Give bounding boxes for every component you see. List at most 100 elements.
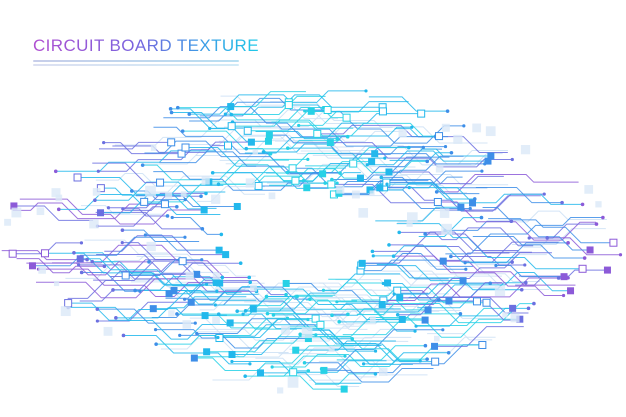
trace-terminal [463, 261, 467, 265]
background-trace [197, 307, 394, 341]
trace-terminal [72, 251, 76, 255]
circuit-trace [247, 111, 338, 132]
circuit-trace [169, 278, 220, 295]
circuit-pad-outline [417, 109, 426, 118]
background-pad [4, 218, 12, 226]
circuit-pad-outline [8, 249, 17, 258]
background-pad [103, 326, 113, 336]
trace-terminal [154, 342, 158, 346]
background-pad [145, 185, 156, 197]
circuit-pad-outline [291, 176, 300, 185]
background-trace [427, 333, 493, 341]
background-trace [476, 254, 547, 266]
trace-terminal [330, 313, 334, 318]
circuit-trace [288, 101, 409, 113]
background-pad [55, 194, 63, 202]
trace-terminal [265, 311, 270, 316]
circuit-pad [226, 319, 234, 327]
trace-terminal [446, 350, 451, 355]
trace-terminal [297, 123, 301, 128]
background-pad [494, 285, 506, 297]
background-trace [278, 328, 417, 355]
trace-terminal [229, 112, 234, 117]
background-pad [358, 208, 369, 218]
trace-terminal [243, 309, 248, 313]
circuit-pad [304, 335, 312, 343]
trace-terminal [387, 243, 391, 247]
trace-terminal [556, 276, 561, 280]
trace-terminal [247, 275, 252, 280]
background-pad [502, 312, 508, 318]
circuit-pad [376, 184, 384, 192]
circuit-trace [122, 208, 168, 217]
circuit-pad [586, 246, 594, 254]
subtitle-line [33, 64, 239, 66]
circuit-trace [260, 372, 362, 384]
trace-terminal [223, 112, 227, 116]
trace-terminal [168, 107, 173, 111]
background-pad [369, 190, 375, 196]
trace-terminal [215, 289, 219, 293]
circuit-pad [320, 366, 328, 374]
circuit-trace [96, 254, 287, 296]
background-pad [407, 212, 418, 223]
circuit-trace [73, 252, 207, 285]
trace-terminal [271, 313, 276, 317]
circuit-trace [98, 141, 172, 150]
circuit-trace [170, 108, 225, 130]
circuit-pad [265, 131, 273, 139]
circuit-pad [97, 209, 105, 217]
circuit-trace [115, 296, 247, 319]
trace-terminal [195, 331, 199, 336]
trace-terminal [79, 241, 84, 245]
circuit-pad [203, 348, 211, 356]
trace-terminal [381, 281, 385, 286]
trace-terminal [523, 280, 528, 285]
trace-terminal [468, 206, 472, 211]
circuit-pad-outline [433, 197, 442, 206]
background-pad [212, 272, 220, 280]
trace-terminal [594, 222, 599, 226]
circuit-trace [376, 264, 522, 291]
circuit-pad [378, 301, 386, 309]
circuit-trace [151, 286, 310, 318]
background-pad [328, 346, 335, 353]
circuit-trace [377, 182, 475, 200]
circuit-trace [104, 235, 226, 256]
trace-terminal [295, 294, 299, 299]
trace-terminal [200, 227, 205, 231]
trace-terminal [114, 316, 118, 320]
trace-terminal [397, 230, 402, 235]
background-trace [195, 135, 342, 157]
circuit-pad [10, 202, 18, 210]
background-pad [212, 316, 220, 325]
circuit-pad [170, 286, 178, 294]
circuit-pad [215, 246, 223, 254]
circuit-pad-outline [254, 181, 263, 190]
circuit-trace [144, 140, 323, 175]
background-pad [268, 192, 276, 200]
circuit-trace [472, 235, 585, 259]
circuit-trace [373, 245, 513, 263]
circuit-trace [36, 278, 257, 299]
trace-terminal [121, 207, 125, 211]
circuit-trace [255, 130, 338, 140]
circuit-trace [97, 308, 196, 324]
background-pad [92, 188, 101, 196]
circuit-pad [509, 304, 517, 312]
circuit-trace [398, 265, 464, 282]
background-pad [11, 207, 22, 218]
circuit-trace [269, 134, 424, 155]
circuit-trace [19, 198, 205, 225]
background-pad [379, 367, 388, 376]
trace-terminal [120, 241, 124, 245]
circuit-pad [212, 279, 220, 287]
circuit-pad [326, 139, 334, 147]
trace-terminal [462, 124, 466, 128]
trace-terminal [346, 312, 350, 317]
circuit-pad-outline [349, 159, 358, 168]
circuit-trace [443, 260, 576, 286]
circuit-pad-outline [227, 122, 236, 131]
circuit-trace [194, 345, 354, 372]
